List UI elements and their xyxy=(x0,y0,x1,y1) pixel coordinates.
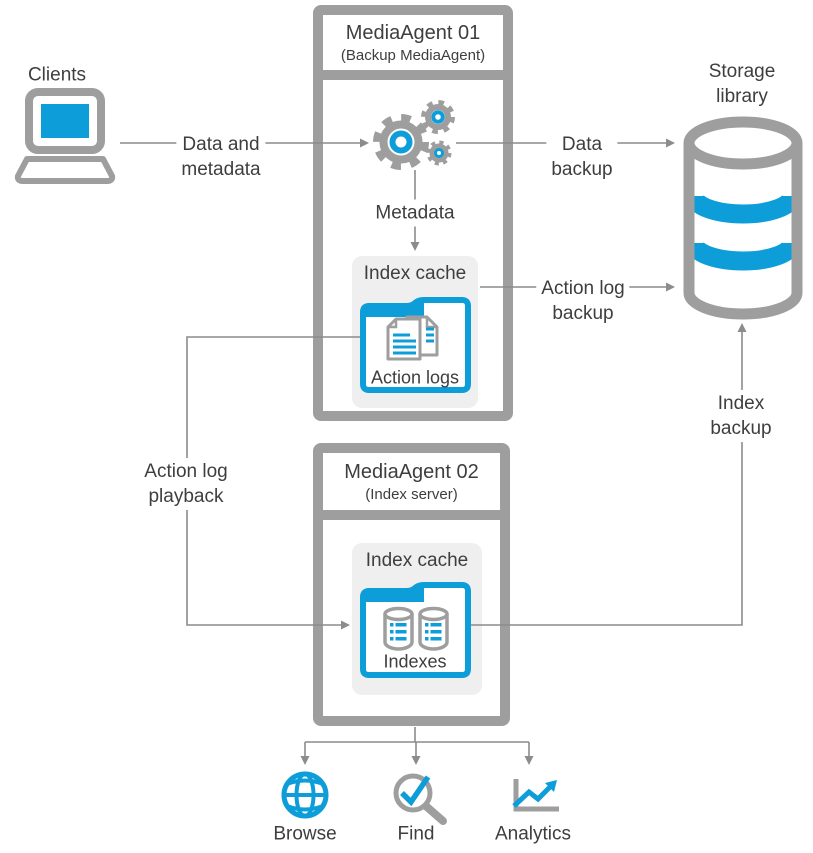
globe-icon xyxy=(281,771,329,819)
chart-line-icon xyxy=(512,779,559,812)
indexes-label: Indexes xyxy=(383,651,447,672)
media-agent-01-title: MediaAgent 01 xyxy=(345,21,481,44)
documents-icon xyxy=(386,315,439,361)
storage-library-label: Storage library xyxy=(708,61,776,107)
search-check-icon xyxy=(393,773,447,825)
media-agent-02-subtitle: (Index server) xyxy=(365,485,458,503)
media-agent-02-title: MediaAgent 02 xyxy=(344,460,479,483)
flow-metadata-label: Metadata xyxy=(370,199,460,227)
laptop-icon xyxy=(14,88,116,184)
index-cache-label-ma02: Index cache xyxy=(365,550,469,571)
index-databases-icon xyxy=(383,606,449,651)
output-browse-label: Browse xyxy=(273,823,337,845)
flow-action-log-backup-label: Action log backup xyxy=(536,275,630,327)
connector-index-backup xyxy=(452,323,747,626)
flow-data-and-metadata-label: Data and metadata xyxy=(176,131,266,183)
indexes-folder-icon xyxy=(360,582,471,678)
index-cache-label-ma01: Index cache xyxy=(363,263,467,284)
flow-action-log-playback-label: Action log playback xyxy=(139,458,233,510)
database-cylinder-icon xyxy=(683,116,803,320)
output-find-label: Find xyxy=(397,823,435,845)
action-logs-folder-icon xyxy=(360,297,471,393)
gears-icon xyxy=(373,100,455,170)
connector-outputs xyxy=(300,727,534,765)
clients-label: Clients xyxy=(27,64,87,86)
media-agent-02-title-panel: MediaAgent 02 (Index server) xyxy=(323,453,500,520)
flow-data-backup-label: Data backup xyxy=(546,131,618,183)
output-analytics-label: Analytics xyxy=(494,823,572,845)
media-agent-01-subtitle: (Backup MediaAgent) xyxy=(340,46,486,64)
flow-index-backup-label: Index backup xyxy=(705,390,777,442)
media-agent-01-title-panel: MediaAgent 01 (Backup MediaAgent) xyxy=(323,15,503,80)
action-logs-label: Action logs xyxy=(370,367,460,388)
